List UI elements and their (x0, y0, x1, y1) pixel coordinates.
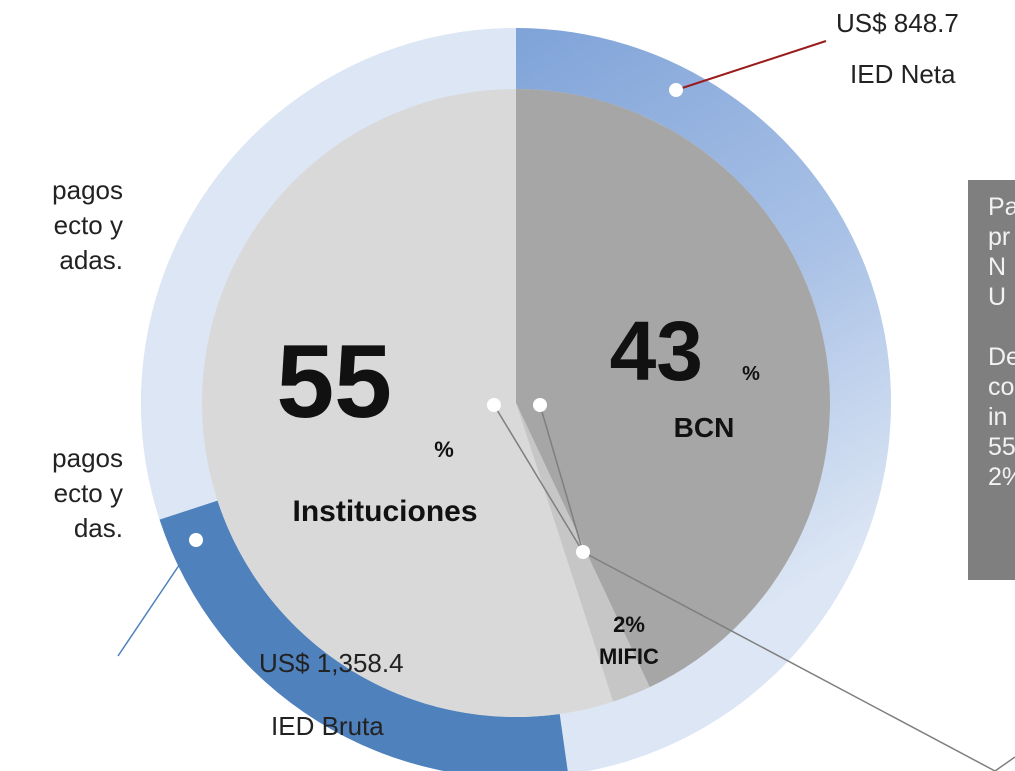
slice-instituciones (202, 89, 614, 717)
left-text-line-4: pagos (52, 443, 123, 473)
side-text-line: N (988, 253, 1007, 281)
left-text-line-5: ecto y (53, 478, 123, 508)
left-text-line-3: adas. (59, 245, 123, 275)
side-text-line: 2% (988, 463, 1015, 491)
marker-dot (576, 545, 590, 559)
leader-line-side-box (582, 551, 1015, 771)
left-text-line-2: ecto y (53, 210, 123, 240)
slice-name-instituciones: Instituciones (292, 495, 477, 528)
side-text-line: co (988, 373, 1015, 401)
marker-dot (487, 398, 501, 412)
slice-unit-bcn: % (742, 363, 760, 385)
slice-name-bcn: BCN (674, 412, 735, 443)
slice-name-mific: MIFIC (599, 644, 659, 669)
leader-line-bcn (539, 404, 584, 553)
marker-dot (669, 83, 683, 97)
marker-dot (189, 533, 203, 547)
ied-bruta-label: IED Bruta (271, 711, 384, 741)
marker-dot (533, 398, 547, 412)
leader-line-instituciones (493, 404, 584, 553)
side-text-line: De (988, 343, 1015, 371)
side-text-line: 55 (988, 433, 1015, 461)
leader-line-ied-bruta (117, 539, 197, 657)
ring-segment-ied-bruta (159, 500, 568, 771)
slice-value-bcn: 43 (610, 304, 703, 398)
side-text-line: in (988, 403, 1008, 431)
slice-value-instituciones: 55 (276, 324, 392, 440)
slice-value-mific: 2% (613, 612, 645, 637)
side-text-line: Pa (988, 193, 1015, 221)
slice-unit-instituciones: % (434, 437, 454, 462)
side-text-line: pr (988, 223, 1011, 251)
side-text-line: U (988, 283, 1007, 311)
ied-bruta-amount: US$ 1,358.4 (259, 648, 404, 678)
ied-neta-amount: US$ 848.7 (836, 8, 959, 38)
left-text-line-1: pagos (52, 175, 123, 205)
side-text-box: Pa pr N U De co in 55 2% (968, 180, 1015, 580)
ring-segment-ied-neta (516, 28, 892, 684)
leader-line-ied-neta (675, 40, 827, 91)
ring-segment-remainder (141, 28, 765, 771)
slice-bcn (516, 89, 830, 688)
left-text-line-6: das. (73, 513, 123, 543)
ied-neta-label: IED Neta (850, 59, 956, 89)
